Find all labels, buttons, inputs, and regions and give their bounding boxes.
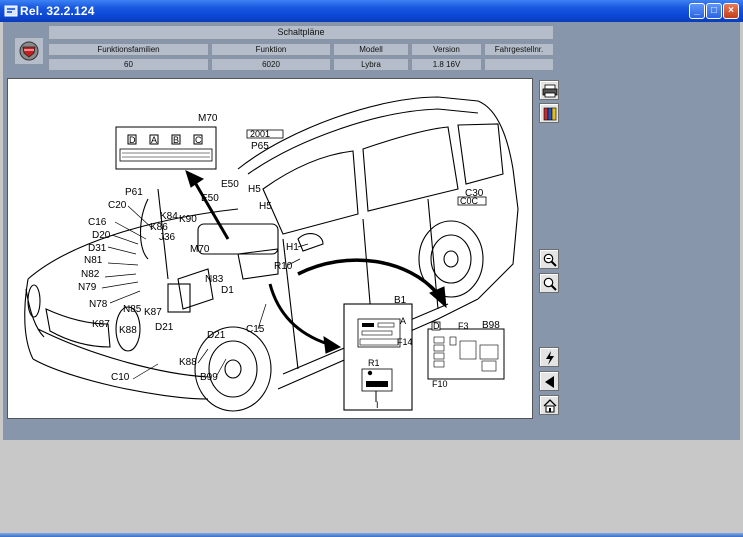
- label-n85: N85: [123, 304, 142, 315]
- label-n79: N79: [78, 282, 97, 293]
- car-outline: [24, 96, 519, 412]
- b98-label-d: D: [433, 321, 440, 331]
- label-n78: N78: [89, 299, 108, 310]
- brand-logo: [14, 37, 44, 65]
- home-icon: [543, 399, 557, 413]
- label-d21a: D21: [155, 322, 174, 333]
- wiring-diagram[interactable]: D A B C A F14 R1 I: [7, 78, 533, 419]
- label-d21b: D21: [207, 330, 226, 341]
- label-h1: H1: [286, 242, 299, 253]
- value-version: 1.8 16V: [411, 58, 482, 71]
- label-k87a: K87: [92, 319, 110, 330]
- column-header-funktionsfamilien: Funktionsfamilien: [48, 43, 209, 56]
- label-c15: C15: [246, 324, 265, 335]
- minimize-button[interactable]: _: [689, 3, 705, 19]
- magnifier-plus-icon: [543, 253, 557, 267]
- column-header-modell: Modell: [333, 43, 409, 56]
- b1-label-a: A: [400, 316, 406, 326]
- b1-detail-box: A F14 R1 I: [343, 303, 413, 411]
- column-header-version: Version: [411, 43, 482, 56]
- app-icon: [4, 5, 18, 17]
- label-c16: C16: [88, 217, 107, 228]
- label-d31: D31: [88, 243, 107, 254]
- b1-label-i: I: [376, 400, 379, 410]
- m70-cell-a: A: [151, 135, 157, 145]
- label-d20: D20: [92, 230, 111, 241]
- value-funktion: 6020: [211, 58, 331, 71]
- b1-label-r1: R1: [368, 358, 380, 368]
- value-fahrgestellnr: [484, 58, 554, 71]
- label-k90: K90: [179, 214, 197, 225]
- m70-cell-d: D: [129, 135, 136, 145]
- zoom-in-button[interactable]: [539, 249, 559, 269]
- car-wiring-drawing: D A B C A F14 R1 I: [24, 96, 519, 412]
- label-m70-top: M70: [198, 113, 218, 124]
- label-b98: B98: [482, 320, 500, 331]
- bottom-border: [0, 533, 743, 537]
- label-c20: C20: [108, 200, 127, 211]
- zoom-out-button[interactable]: [539, 273, 559, 293]
- label-b99: B99: [200, 372, 218, 383]
- bottom-area: [0, 440, 743, 537]
- label-k88b: K88: [179, 357, 197, 368]
- legend-button[interactable]: [539, 103, 559, 123]
- label-k84: K84: [160, 211, 178, 222]
- label-c30: C30: [465, 188, 484, 199]
- printer-icon: [542, 84, 558, 98]
- label-e50: E50: [221, 179, 239, 190]
- lightning-icon: [546, 351, 554, 365]
- label-p61: P61: [125, 187, 143, 198]
- section-title: Schaltpläne: [48, 25, 554, 40]
- b1-label-f14: F14: [397, 337, 413, 347]
- leader-lines: [101, 205, 309, 380]
- label-n83: N83: [205, 274, 224, 285]
- component-labels: M70 P65 P61 C20 E50 E50 H5 H5 K84 K86 K9…: [78, 113, 500, 383]
- label-p65: P65: [251, 141, 269, 152]
- column-header-fahrgestellnr: Fahrgestellnr.: [484, 43, 554, 56]
- label-b1: B1: [394, 295, 407, 306]
- label-h5b: H5: [259, 201, 272, 212]
- back-button[interactable]: [539, 371, 559, 391]
- value-funktionsfamilien: 60: [48, 58, 209, 71]
- label-j36: J36: [159, 232, 176, 243]
- p65-tag: 2001: [250, 129, 270, 139]
- lancia-shield-icon: [19, 41, 39, 61]
- label-r10: R10: [274, 261, 293, 272]
- label-m70: M70: [190, 244, 210, 255]
- label-n82: N82: [81, 269, 100, 280]
- print-button[interactable]: [539, 80, 559, 100]
- close-button[interactable]: ×: [723, 3, 739, 19]
- label-h5a: H5: [248, 184, 261, 195]
- back-arrow-icon: [545, 376, 554, 388]
- m70-cell-c: C: [195, 135, 202, 145]
- home-button[interactable]: [539, 395, 559, 415]
- label-k88a: K88: [119, 325, 137, 336]
- window-title: Rel. 32.2.124: [20, 4, 95, 18]
- m70-cell-b: B: [173, 135, 179, 145]
- maximize-button[interactable]: □: [706, 3, 722, 19]
- m70-connector-box: D A B C: [115, 126, 217, 170]
- label-k86: K86: [150, 222, 168, 233]
- label-e50b: E50: [201, 193, 219, 204]
- arrows: [185, 170, 447, 354]
- column-header-funktion: Funktion: [211, 43, 331, 56]
- value-modell: Lybra: [333, 58, 409, 71]
- b98-label-f3: F3: [458, 321, 469, 331]
- label-k87b: K87: [144, 307, 162, 318]
- window-titlebar: Rel. 32.2.124 _ □ ×: [0, 0, 743, 22]
- magnifier-icon: [543, 277, 557, 291]
- b98-detail-box: D F3 F10: [427, 321, 505, 389]
- label-d1: D1: [221, 285, 234, 296]
- c30-tag: C0C: [460, 196, 479, 206]
- label-n81: N81: [84, 255, 103, 266]
- label-c10: C10: [111, 372, 130, 383]
- electric-button[interactable]: [539, 347, 559, 367]
- book-icon: [543, 107, 557, 121]
- b98-label-f10: F10: [432, 379, 448, 389]
